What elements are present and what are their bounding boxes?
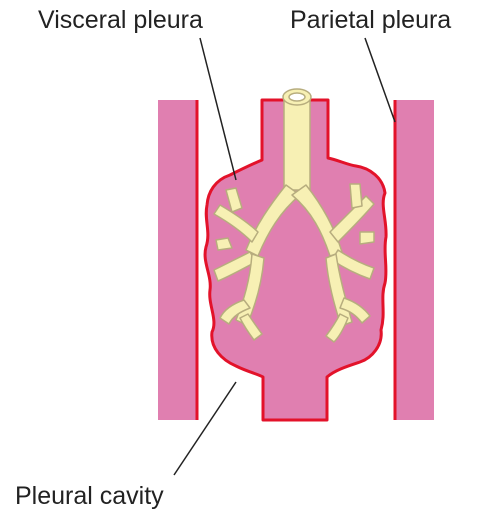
- right-chest-wall: [396, 100, 434, 420]
- right-branch-twig-4: [360, 232, 374, 244]
- trachea: [284, 95, 310, 190]
- parietal-pleura-label: Parietal pleura: [290, 8, 451, 33]
- visceral-pleura-label: Visceral pleura: [38, 8, 203, 33]
- parietal-pleura-leader-line: [365, 38, 395, 122]
- visceral-pleura-leader-line: [200, 38, 236, 180]
- pleural-cavity-label: Pleural cavity: [15, 484, 164, 509]
- left-chest-wall: [158, 100, 196, 420]
- trachea-lumen: [289, 93, 305, 101]
- right-branch-twig-1: [350, 184, 362, 208]
